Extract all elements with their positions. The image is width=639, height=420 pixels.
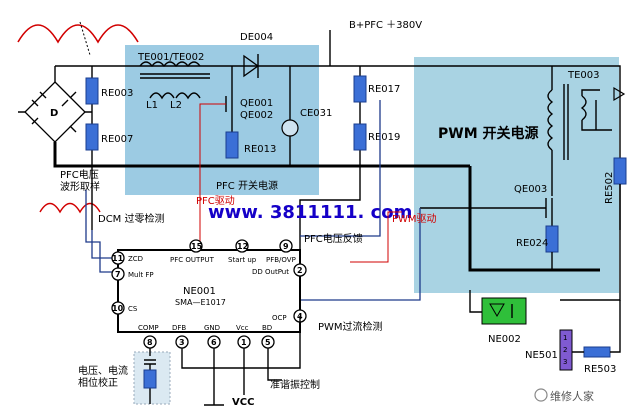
pin-15 [189, 239, 203, 253]
pin-9-num: 9 [283, 242, 289, 251]
ic-name: NE001 [183, 286, 216, 297]
vcc-label: VCC [232, 397, 254, 408]
pwm-area [414, 57, 619, 293]
ne501-pin1: 1 [563, 334, 567, 342]
pin-7-num: 7 [115, 270, 121, 279]
pin-8-num: 8 [147, 338, 153, 347]
re013-resistor [225, 131, 239, 159]
phase-correct-label-2: 相位校正 [78, 376, 118, 389]
ne501-label: NE501 [525, 350, 558, 361]
pin-6-num: 6 [211, 338, 217, 347]
qe003-label: QE003 [514, 184, 547, 195]
pin-2-num: 2 [297, 266, 303, 275]
ne501-regulator [559, 329, 573, 371]
bridge-label: D [50, 108, 58, 119]
ne501-pin3: 3 [563, 358, 567, 366]
pwm-drive-label: PWM驱动 [392, 213, 437, 225]
pin-10-label: CS [128, 305, 138, 313]
website-watermark: www. 3811111. com [208, 202, 412, 223]
quasi-resonant-label: 准谐振控制 [270, 378, 320, 391]
dcm-label: DCM 过零检测 [98, 212, 165, 225]
pin-7 [111, 267, 125, 281]
ne002-optocoupler [481, 297, 527, 325]
ground-rail [53, 142, 470, 168]
pin-7-label: Mult FP [128, 271, 154, 279]
re007-label: RE007 [101, 134, 133, 145]
ce031-capacitor [281, 119, 299, 137]
re019-label: RE019 [368, 132, 400, 143]
re007-resistor [85, 123, 99, 151]
pin-3-num: 3 [179, 338, 185, 347]
te003-primary [547, 89, 554, 151]
pwm-ocp-label: PWM过流检测 [318, 320, 383, 333]
qe002-label: QE002 [240, 110, 273, 121]
pin-11-label: ZCD [128, 255, 143, 263]
pfc-sample-label-1: PFC电压 [60, 168, 99, 181]
ic-model: SMA—E1017 [175, 298, 226, 307]
pin-11-num: 11 [112, 254, 124, 263]
pin-15-num: 15 [191, 242, 203, 251]
ne001-ic [117, 249, 301, 333]
pin-11 [111, 251, 125, 265]
pin-1-label: Vcc [236, 324, 249, 332]
te001-winding [139, 61, 201, 68]
pin-9-label: PFB/OVP [266, 256, 296, 264]
pin-1-num: 1 [241, 338, 247, 347]
re502-label: RE502 [604, 172, 615, 204]
bridge-rectifier: D [24, 81, 86, 143]
re502-resistor [613, 157, 627, 185]
pin-5-label: BD [262, 324, 272, 332]
re003-label: RE003 [101, 88, 133, 99]
te003-label: TE003 [567, 70, 600, 81]
ne002-label: NE002 [488, 334, 521, 345]
te001-label: TE001/TE002 [137, 52, 204, 63]
pfc-area-title: PFC 开关电源 [216, 179, 278, 192]
pin-12 [235, 239, 249, 253]
pfc-sample-waveform [39, 202, 101, 214]
pin-10 [111, 301, 125, 315]
pin-12-num: 12 [237, 242, 248, 251]
pin-2 [293, 263, 307, 277]
pin-10-num: 10 [112, 304, 124, 313]
re017-label: RE017 [368, 84, 400, 95]
pin-12-label: Start up [228, 256, 257, 264]
ce031-label: CE031 [300, 108, 332, 119]
pin-6-label: GND [204, 324, 220, 332]
watermark-label: 维修人家 [550, 389, 594, 403]
re017-resistor [353, 75, 367, 103]
l1-label: L1 [146, 100, 158, 111]
top-rail [55, 65, 621, 230]
phase-correct-label-1: 电压、电流 [78, 364, 128, 377]
re013-label: RE013 [244, 144, 276, 155]
pwm-area-title: PWM 开关电源 [438, 125, 539, 142]
re019-resistor [353, 123, 367, 151]
re024-label: RE024 [516, 238, 548, 249]
de004-diode [243, 54, 260, 78]
pfc-drive-label: PFC驱动 [196, 195, 235, 207]
pin-2-label: DD OutPut [252, 268, 289, 276]
re003-resistor [85, 77, 99, 105]
de004-label: DE004 [240, 32, 273, 43]
l2-label: L2 [170, 100, 182, 111]
pin-5-num: 5 [265, 338, 271, 347]
qe001-label: QE001 [240, 98, 273, 109]
pfc-area [125, 45, 319, 195]
pin-15-label: PFC OUTPUT [170, 256, 215, 264]
ac-input-waveform [17, 24, 139, 44]
pin-9 [279, 239, 293, 253]
rail-label: B+PFC ＋380V [349, 20, 422, 31]
pin-3-label: DFB [172, 324, 186, 332]
re503-label: RE503 [584, 364, 616, 375]
pfc-feedback-label: PFC电压反馈 [304, 232, 363, 245]
comp-resistor [143, 369, 157, 389]
re503-resistor [583, 346, 611, 358]
pin-4-label: OCP [272, 314, 287, 322]
ne501-pin2: 2 [563, 346, 567, 354]
pin-8-label: COMP [138, 324, 159, 332]
pfc-sample-label-2: 波形取样 [60, 180, 100, 193]
